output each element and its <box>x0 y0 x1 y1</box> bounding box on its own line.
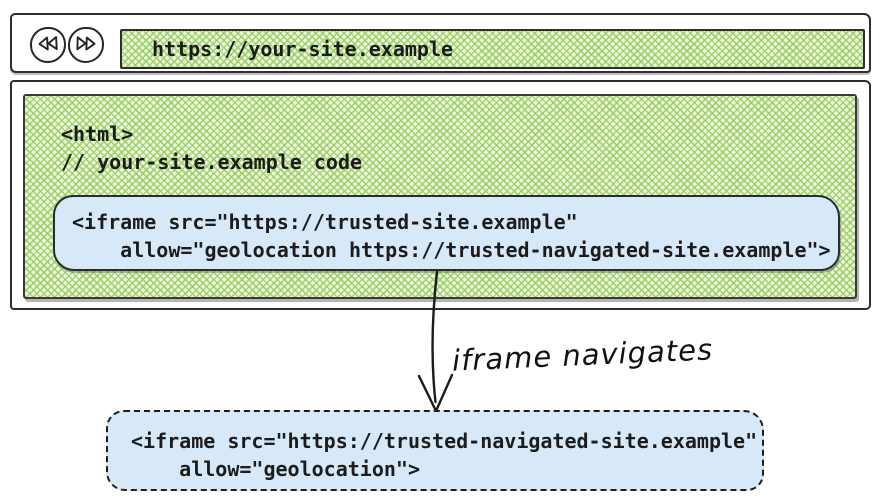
browser-toolbar: https://your-site.example <box>10 13 871 73</box>
address-bar: https://your-site.example <box>120 29 865 69</box>
iframe-code-line-1: <iframe src="https://trusted-site.exampl… <box>72 210 578 234</box>
page-code-line-1: <html> <box>61 122 134 146</box>
iframe-code-line-2: allow="geolocation https://trusted-navig… <box>72 238 831 262</box>
navigated-iframe-box: <iframe src="https://trusted-navigated-s… <box>106 410 764 491</box>
back-button <box>29 26 67 64</box>
rewind-icon <box>36 34 59 56</box>
arrow-label: iframe navigates <box>451 332 714 378</box>
navigated-code-line-1: <iframe src="https://trusted-navigated-s… <box>131 429 758 453</box>
page-content: <html> // your-site.example code <iframe… <box>23 94 857 299</box>
page-code-line-2: // your-site.example code <box>61 150 363 174</box>
embedded-iframe-box: <iframe src="https://trusted-site.exampl… <box>53 195 840 271</box>
browser-window: <html> // your-site.example code <iframe… <box>10 80 871 310</box>
fast-forward-icon <box>75 34 98 56</box>
address-bar-url: https://your-site.example <box>152 37 454 61</box>
forward-button <box>67 26 105 64</box>
navigated-code-line-2: allow="geolocation"> <box>131 457 420 481</box>
